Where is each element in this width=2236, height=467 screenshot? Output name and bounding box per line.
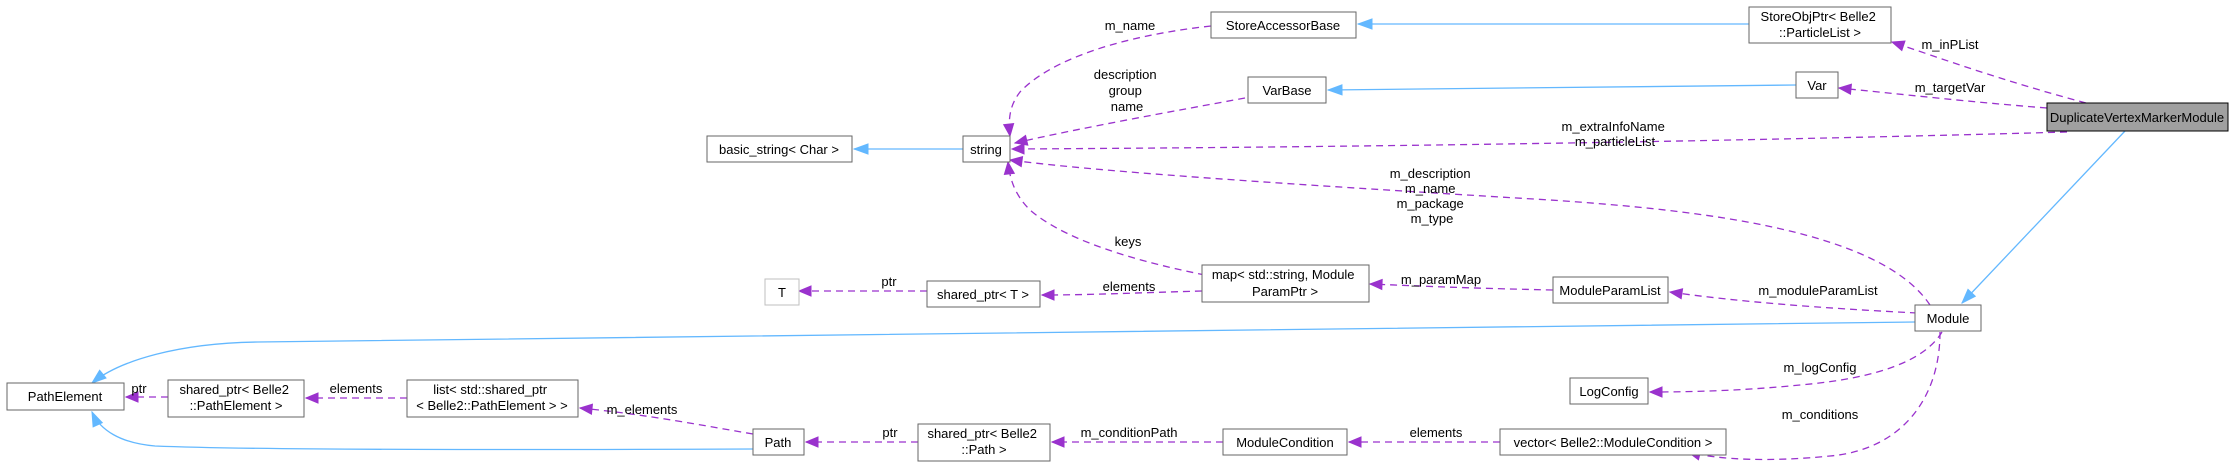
node-basic-string[interactable]: basic_string< Char >	[706, 135, 853, 163]
svg-text:shared_ptr< Belle2 ::P: shared_ptr< Belle2 ::Path >	[927, 426, 1040, 457]
node-module-param-list[interactable]: ModuleParamList	[1552, 276, 1669, 304]
svg-text:basic_string< Char >: basic_string< Char >	[719, 142, 839, 157]
edge-storeaccessorbase-uses-string	[1009, 25, 1212, 136]
node-store-accessor-base[interactable]: StoreAccessorBase	[1210, 11, 1357, 39]
node-list-path-element[interactable]: list< std::shared_ptr < Belle2::PathElem…	[406, 379, 579, 418]
svg-text:PathElement: PathElement	[28, 389, 103, 404]
edge-duplicatevertexmarker-uses-var	[1839, 88, 2048, 109]
svg-text:ModuleParamList: ModuleParamList	[1559, 283, 1661, 298]
edge-label-m-parammap: m_paramMap	[1401, 272, 1481, 287]
node-module[interactable]: Module	[1914, 304, 1982, 332]
node-var[interactable]: Var	[1795, 71, 1839, 99]
node-string[interactable]: string	[962, 135, 1011, 163]
edge-label-m-name: m_name	[1105, 18, 1156, 33]
edge-map-uses-sharedptrT	[1042, 291, 1203, 295]
edge-label-ptr-pathelement: ptr	[131, 381, 147, 396]
edge-duplicatevertexmarker-uses-storeobjptr	[1892, 42, 2087, 104]
edge-label-m-moduleparamlist: m_moduleParamList	[1758, 283, 1878, 298]
edge-var-inherits-varbase	[1328, 85, 1797, 90]
edge-path-inherits-pathelement	[92, 412, 754, 451]
node-module-condition[interactable]: ModuleCondition	[1222, 428, 1348, 456]
edge-labels: m_name m_inPList description group name …	[131, 18, 1986, 440]
edge-module-uses-logconfig	[1650, 331, 1943, 392]
svg-text:StoreObjPtr< Belle2 ::: StoreObjPtr< Belle2 ::ParticleList >	[1761, 9, 1880, 40]
edge-label-m-targetvar: m_targetVar	[1915, 80, 1986, 95]
node-path[interactable]: Path	[752, 428, 805, 456]
svg-text:StoreAccessorBase: StoreAccessorBase	[1226, 18, 1340, 33]
edge-label-description-group-name: description group name	[1094, 67, 1161, 114]
edge-label-elements-map: elements	[1103, 279, 1156, 294]
svg-text:ModuleCondition: ModuleCondition	[1236, 435, 1334, 450]
svg-text:VarBase: VarBase	[1263, 83, 1312, 98]
svg-text:Module: Module	[1927, 311, 1970, 326]
edge-label-m-conditions: m_conditions	[1782, 407, 1859, 422]
edge-label-module-strings: m_description m_name m_package m_type	[1390, 166, 1475, 226]
edge-label-keys: keys	[1115, 234, 1142, 249]
node-path-element[interactable]: PathElement	[6, 382, 125, 411]
node-duplicate-vertex-marker-module[interactable]: DuplicateVertexMarkerModule	[2046, 102, 2229, 132]
node-shared-ptr-path[interactable]: shared_ptr< Belle2 ::Path >	[917, 423, 1051, 462]
svg-text:Path: Path	[765, 435, 792, 450]
svg-text:T: T	[778, 285, 786, 300]
node-shared-ptr-path-element[interactable]: shared_ptr< Belle2 ::PathElement >	[167, 379, 305, 418]
edge-path-uses-list	[580, 408, 754, 435]
edge-label-m-conditionpath: m_conditionPath	[1081, 425, 1178, 440]
edge-label-ptr-path: ptr	[882, 425, 898, 440]
node-store-obj-ptr[interactable]: StoreObjPtr< Belle2 ::ParticleList >	[1748, 6, 1892, 44]
svg-text:vector< Belle2::ModuleConditio: vector< Belle2::ModuleCondition >	[1514, 435, 1713, 450]
node-map[interactable]: map< std::string, Module ParamPtr >	[1201, 264, 1370, 303]
edge-label-elements-list: elements	[330, 381, 383, 396]
node-var-base[interactable]: VarBase	[1247, 76, 1327, 104]
svg-text:Var: Var	[1807, 78, 1827, 93]
edge-label-ptr-t: ptr	[881, 274, 897, 289]
node-log-config[interactable]: LogConfig	[1569, 377, 1649, 405]
edge-label-m-inplist: m_inPList	[1921, 37, 1978, 52]
edge-module-inherits-pathelement	[92, 321, 1916, 383]
edge-duplicatevertexmarker-uses-string	[1012, 131, 2068, 149]
edge-module-uses-string	[1010, 160, 1931, 306]
edge-label-m-elements: m_elements	[607, 402, 678, 417]
svg-text:list< std::shared_ptr: list< std::shared_ptr < Belle2::PathElem…	[416, 382, 567, 413]
edge-duplicatevertexmarker-inherits-module	[1962, 130, 2126, 303]
edges	[92, 24, 2126, 459]
svg-text:shared_ptr< T >: shared_ptr< T >	[937, 287, 1029, 302]
svg-text:shared_ptr< Belle2 ::P: shared_ptr< Belle2 ::PathElement >	[179, 382, 292, 413]
node-shared-ptr-T[interactable]: shared_ptr< T >	[926, 280, 1041, 308]
svg-text:string: string	[970, 142, 1002, 157]
node-vector-module-condition[interactable]: vector< Belle2::ModuleCondition >	[1499, 428, 1727, 456]
edge-label-elements-condition: elements	[1410, 425, 1463, 440]
edge-module-uses-moduleparamlist	[1670, 292, 1918, 314]
svg-text:LogConfig: LogConfig	[1579, 384, 1638, 399]
edge-label-m-extrainfoname-particlelist: m_extraInfoName m_particleList	[1562, 119, 1669, 149]
node-T[interactable]: T	[764, 278, 800, 306]
edge-label-m-logconfig: m_logConfig	[1784, 360, 1857, 375]
nodes: DuplicateVertexMarkerModule StoreAccesso…	[6, 6, 2229, 462]
edge-map-uses-string	[1008, 162, 1206, 276]
edge-varbase-uses-string	[1015, 97, 1246, 143]
edge-moduleparamlist-uses-map	[1370, 284, 1554, 291]
svg-text:DuplicateVertexMarkerModule: DuplicateVertexMarkerModule	[2050, 110, 2224, 125]
svg-text:map< std::string, Module: map< std::string, Module ParamPtr >	[1212, 267, 1358, 299]
edge-module-uses-vector-modulecondition	[1688, 331, 1941, 459]
